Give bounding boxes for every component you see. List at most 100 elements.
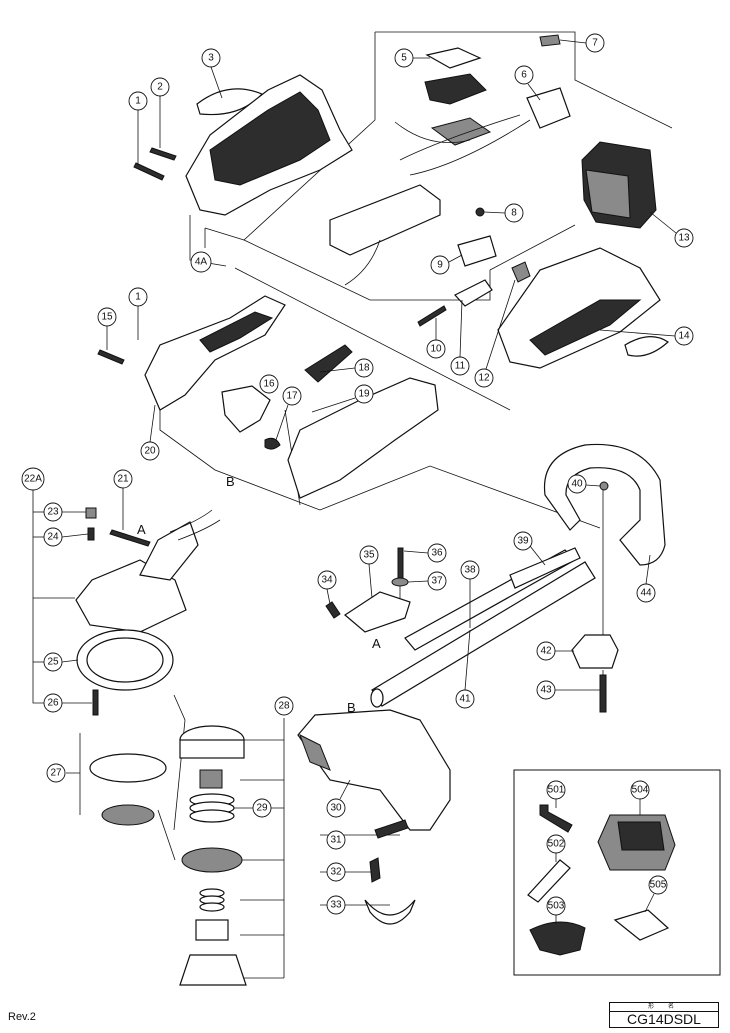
callout-18: 18 (319, 358, 374, 378)
part-22a-neck (139, 521, 199, 581)
svg-text:21: 21 (117, 474, 129, 485)
connector-letter-b-bottom: B (347, 700, 356, 715)
part-502-box-wrench (527, 859, 571, 903)
svg-text:3: 3 (208, 53, 214, 64)
svg-text:16: 16 (263, 379, 275, 390)
svg-text:22A: 22A (24, 474, 42, 485)
svg-text:25: 25 (47, 657, 59, 668)
part-16-trigger (221, 385, 271, 433)
part-6-terminal (526, 87, 571, 129)
part-5-label (425, 47, 482, 69)
callout-43: 43 (536, 680, 600, 700)
svg-text:35: 35 (363, 550, 375, 561)
callout-31: 31 (326, 830, 346, 850)
callout-28: 28 (274, 696, 294, 716)
assembly-lines (32, 31, 673, 979)
part-1-screw (133, 162, 165, 181)
callout-6: 6 (514, 65, 541, 101)
svg-text:42: 42 (540, 646, 552, 657)
part-501-hex-wrench (539, 804, 573, 833)
callout-29: 29 (252, 798, 272, 818)
callout-7: 7 (559, 33, 605, 53)
svg-text:8: 8 (511, 208, 517, 219)
callout-38: 38 (460, 560, 480, 628)
svg-text:26: 26 (47, 698, 59, 709)
part-36-screw (397, 547, 404, 579)
svg-text:4A: 4A (195, 257, 208, 268)
svg-text:19: 19 (358, 389, 370, 400)
callout-23: 23 (43, 502, 86, 522)
callout-36: 36 (403, 543, 447, 563)
callout-40: 40 (567, 474, 601, 494)
part-25-ring-inner (86, 637, 164, 683)
part-39-pipe-cover (509, 547, 581, 589)
part-37-washer (391, 577, 409, 587)
svg-text:41: 41 (459, 694, 471, 705)
part-28-spool-body (179, 739, 245, 759)
callout-22a: 22A (21, 467, 45, 491)
svg-text:14: 14 (678, 331, 690, 342)
part-31-clip (374, 819, 409, 839)
callout-10: 10 (426, 318, 446, 359)
svg-text:9: 9 (437, 260, 443, 271)
callout-37: 37 (407, 571, 447, 591)
callout-39: 39 (513, 531, 546, 566)
callout-30: 30 (326, 779, 351, 818)
svg-text:7: 7 (592, 38, 598, 49)
callout-17: 17 (275, 386, 302, 441)
part-27-cutter (89, 753, 167, 783)
part-13-battery-face (585, 169, 631, 219)
part-28-spring (199, 888, 225, 912)
part-33-band (364, 899, 416, 925)
callout-34: 34 (317, 570, 337, 605)
callout-33: 33 (326, 895, 346, 915)
part-28-bump-knob (179, 954, 247, 986)
part-2-screw (149, 147, 177, 161)
callout-32: 32 (326, 862, 346, 882)
callout-14: 14 (599, 326, 694, 346)
svg-text:31: 31 (330, 835, 342, 846)
part-4a-housing-inner (209, 91, 331, 186)
svg-text:502: 502 (548, 839, 565, 850)
callout-4a: 4A (190, 251, 212, 273)
part-504-charger-slot (617, 821, 665, 851)
part-controller-board (430, 117, 492, 146)
connector-letter-b-top: B (226, 474, 235, 489)
svg-text:1: 1 (135, 292, 141, 303)
callout-27: 27 (46, 763, 66, 783)
part-14-label (624, 336, 669, 357)
part-19-housing (287, 377, 439, 499)
callout-11: 11 (450, 299, 470, 376)
part-20-grip (199, 311, 274, 353)
part-controller (329, 184, 441, 256)
part-12-lever (511, 261, 531, 283)
svg-text:17: 17 (286, 391, 298, 402)
connector-letter-a-bottom: A (372, 636, 381, 651)
callout-20: 20 (140, 404, 160, 461)
part-34-screw (325, 601, 341, 619)
svg-text:13: 13 (678, 233, 690, 244)
parts (75, 34, 669, 986)
svg-text:28: 28 (278, 701, 290, 712)
svg-text:505: 505 (650, 880, 667, 891)
svg-text:33: 33 (330, 900, 342, 911)
revision-label: Rev.2 (8, 1011, 36, 1023)
part-30-guard (297, 709, 451, 831)
svg-text:18: 18 (358, 363, 370, 374)
part-7-pad (539, 34, 561, 47)
callout-21: 21 (113, 469, 133, 530)
callout-504: 504 (630, 780, 650, 815)
connector-letter-a-top: A (137, 522, 146, 537)
part-18-lock-lever (304, 344, 353, 383)
callout-501: 501 (546, 780, 566, 808)
part-24-screw (87, 527, 95, 541)
svg-text:38: 38 (464, 565, 476, 576)
callout-25: 25 (43, 652, 79, 672)
callout-41: 41 (455, 629, 475, 709)
callout-44: 44 (636, 554, 656, 603)
svg-text:23: 23 (47, 507, 59, 518)
part-28-spool (181, 847, 243, 873)
part-5-cover (424, 73, 487, 105)
model-caption: 形 名 (610, 1003, 718, 1012)
svg-text:6: 6 (521, 70, 527, 81)
